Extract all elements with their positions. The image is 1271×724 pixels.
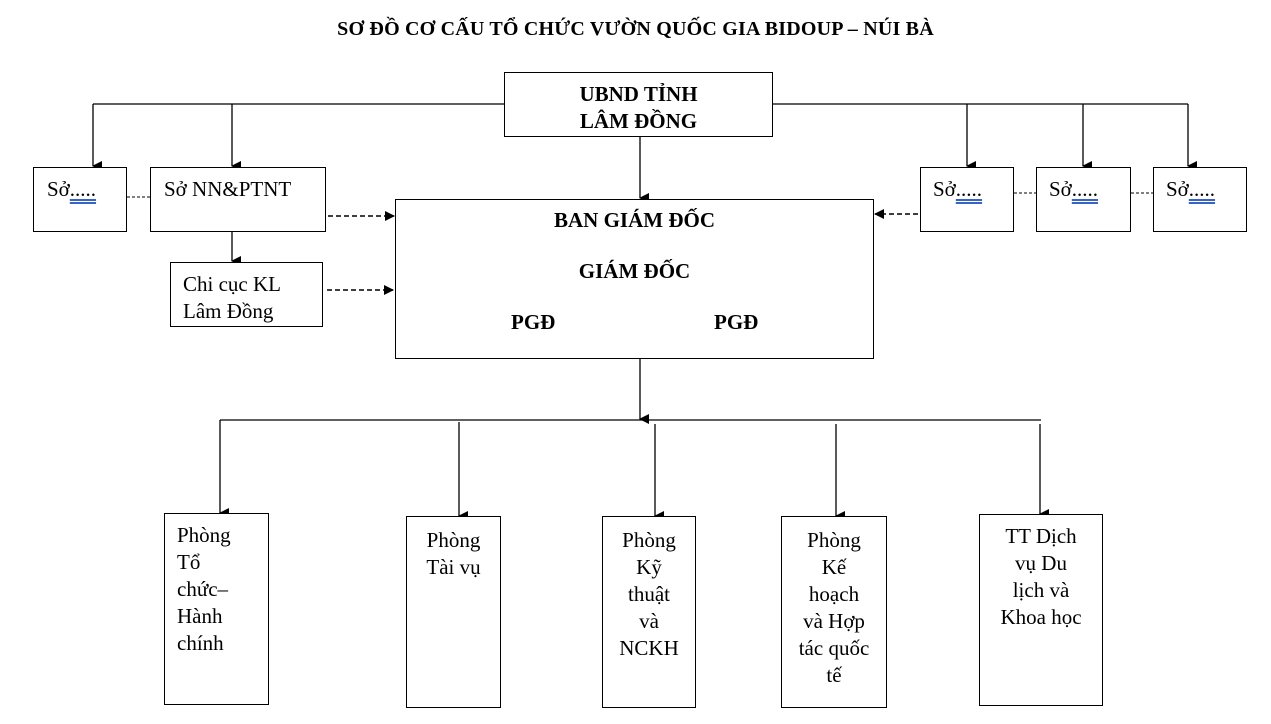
dept-line: vụ Du: [1015, 551, 1067, 575]
deputy-director-right: PGĐ: [714, 310, 759, 334]
dept-line: chức–: [177, 577, 229, 601]
so-right-box-3: Sở.....: [1153, 167, 1247, 232]
dept-line: Tổ: [177, 550, 201, 574]
dept-line: tác quốc: [798, 636, 870, 660]
board-heading: BAN GIÁM ĐỐC: [554, 208, 715, 232]
dept-technical-research-box: Phòng Kỹ thuật và NCKH: [602, 516, 696, 708]
so-label: Sở: [1049, 177, 1072, 201]
chi-cuc-line-1: Chi cục KL: [183, 272, 281, 296]
chi-cuc-line-2: Lâm Đồng: [183, 299, 274, 323]
ubnd-box: UBND TỈNH LÂM ĐỒNG: [504, 72, 773, 137]
deputy-director-left: PGĐ: [511, 310, 556, 334]
dept-line: Phòng: [622, 528, 676, 552]
diagram-title: SƠ ĐỒ CƠ CẤU TỔ CHỨC VƯỜN QUỐC GIA BIDOU…: [337, 18, 934, 40]
dept-line: Phòng: [807, 528, 861, 552]
dept-line: hoạch: [808, 582, 860, 606]
so-nn-ptnt-box: Sở NN&PTNT: [150, 167, 326, 232]
center-tourism-science-box: TT Dịch vụ Du lịch và Khoa học: [979, 514, 1103, 706]
ubnd-line-2: LÂM ĐỒNG: [579, 109, 698, 133]
so-right-box-2: Sở.....: [1036, 167, 1131, 232]
so-placeholder: .....: [955, 177, 983, 201]
dept-line: lịch và: [1012, 578, 1070, 602]
chi-cuc-kl-box: Chi cục KL Lâm Đồng: [170, 262, 323, 327]
dept-line: Phòng: [426, 528, 481, 552]
dept-line: Khoa học: [1000, 605, 1082, 629]
so-nn-ptnt-label: Sở NN&PTNT: [164, 177, 292, 201]
so-label: Sở: [1166, 177, 1189, 201]
dept-line: Phòng: [177, 523, 231, 547]
dept-line: TT Dịch: [1005, 524, 1077, 548]
dept-line: tế: [826, 663, 842, 687]
dept-line: thuật: [628, 582, 670, 606]
dept-organization-admin-box: Phòng Tổ chức– Hành chính: [164, 513, 269, 705]
dept-line: Hành: [177, 604, 223, 628]
dept-planning-cooperation-box: Phòng Kế hoạch và Hợp tác quốc tế: [781, 516, 887, 708]
dept-line: Kế: [821, 555, 847, 579]
so-placeholder: .....: [1071, 177, 1099, 201]
director-label: GIÁM ĐỐC: [578, 259, 691, 283]
so-other-left-box: Sở.....: [33, 167, 127, 232]
dept-line: Tài vụ: [426, 555, 481, 579]
dept-line: chính: [177, 631, 224, 655]
so-right-box-1: Sở.....: [920, 167, 1014, 232]
so-label: Sở: [933, 177, 956, 201]
board-of-directors-box: BAN GIÁM ĐỐC GIÁM ĐỐC PGĐ PGĐ: [395, 199, 874, 359]
so-label: Sở: [47, 177, 70, 201]
dept-line: và: [639, 609, 659, 633]
ubnd-line-1: UBND TỈNH: [579, 82, 698, 106]
dept-line: Kỹ: [636, 555, 662, 579]
dept-line: và Hợp: [803, 609, 865, 633]
so-placeholder: .....: [1188, 177, 1216, 201]
dept-finance-box: Phòng Tài vụ: [406, 516, 501, 708]
dept-line: NCKH: [619, 636, 679, 660]
so-placeholder: .....: [69, 177, 97, 201]
